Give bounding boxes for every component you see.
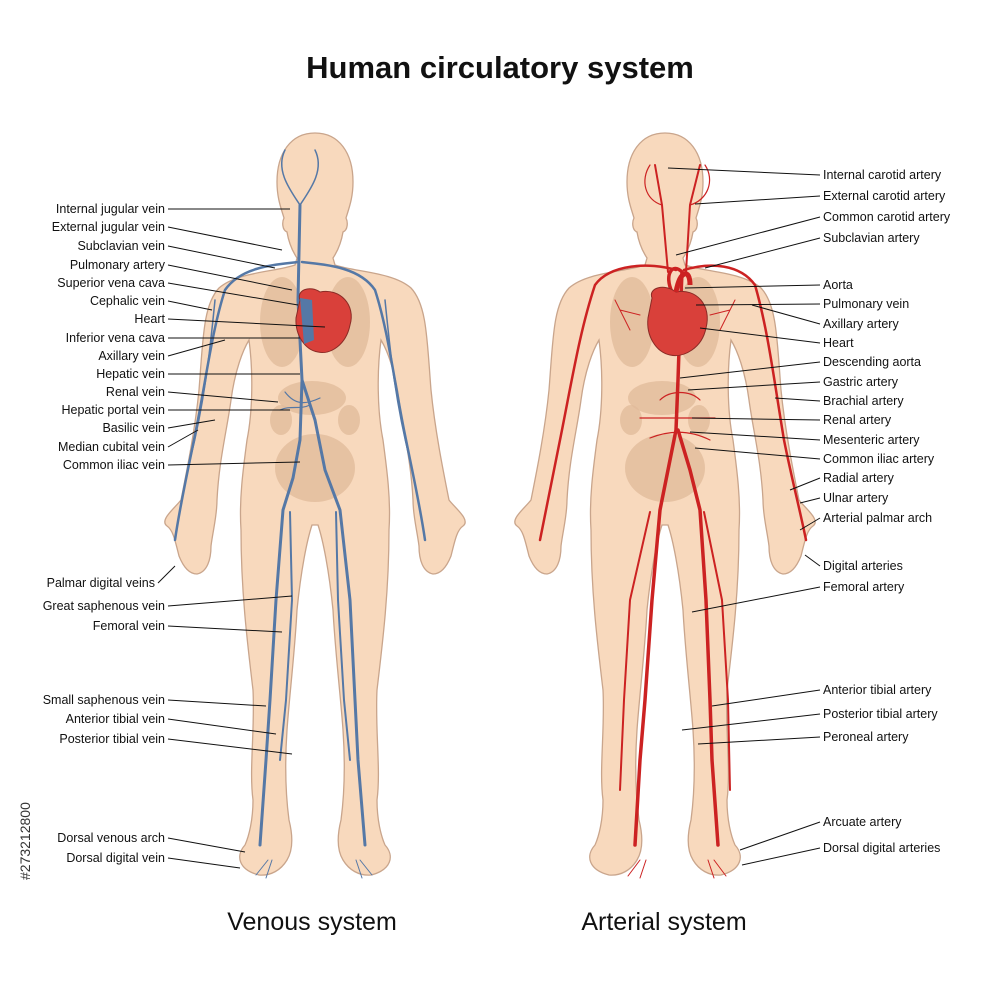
arterial-heart xyxy=(647,271,708,357)
label-internal-jugular-vein: Internal jugular vein xyxy=(56,202,165,216)
label-heart-arterial: Heart xyxy=(823,336,854,350)
venous-heart xyxy=(295,288,352,354)
arterial-labels: Internal carotid artery External carotid… xyxy=(667,167,951,866)
label-dorsal-digital-vein: Dorsal digital vein xyxy=(66,851,165,865)
label-descending-aorta: Descending aorta xyxy=(823,355,921,369)
venous-labels: Internal jugular vein External jugular v… xyxy=(43,202,326,869)
label-dorsal-digital-arteries: Dorsal digital arteries xyxy=(823,841,940,855)
label-common-iliac-vein: Common iliac vein xyxy=(63,458,165,472)
label-anterior-tibial-artery: Anterior tibial artery xyxy=(823,683,932,697)
label-ulnar-artery: Ulnar artery xyxy=(823,491,889,505)
label-internal-carotid-artery: Internal carotid artery xyxy=(823,168,942,182)
label-axillary-vein: Axillary vein xyxy=(98,349,165,363)
label-palmar-digital-veins: Palmar digital veins xyxy=(47,576,155,590)
venous-figure xyxy=(164,132,466,879)
label-superior-vena-cava: Superior vena cava xyxy=(57,276,165,290)
label-pulmonary-vein: Pulmonary vein xyxy=(823,297,909,311)
label-axillary-artery: Axillary artery xyxy=(823,317,899,331)
venous-caption: Venous system xyxy=(227,908,397,936)
label-common-iliac-artery: Common iliac artery xyxy=(823,452,935,466)
label-subclavian-artery: Subclavian artery xyxy=(823,231,920,245)
label-renal-artery: Renal artery xyxy=(823,413,892,427)
label-inferior-vena-cava: Inferior vena cava xyxy=(66,331,165,345)
label-subclavian-vein: Subclavian vein xyxy=(77,239,165,253)
label-arterial-palmar-arch: Arterial palmar arch xyxy=(823,511,932,525)
label-radial-artery: Radial artery xyxy=(823,471,895,485)
arterial-vessels xyxy=(538,164,808,879)
label-mesenteric-artery: Mesenteric artery xyxy=(823,433,920,447)
venous-vessels xyxy=(173,149,427,879)
label-femoral-artery: Femoral artery xyxy=(823,580,905,594)
label-arcuate-artery: Arcuate artery xyxy=(823,815,902,829)
label-posterior-tibial-artery: Posterior tibial artery xyxy=(823,707,938,721)
diagram-title: Human circulatory system xyxy=(306,50,694,85)
arterial-caption: Arterial system xyxy=(581,908,746,936)
label-cephalic-vein: Cephalic vein xyxy=(90,294,165,308)
label-gastric-artery: Gastric artery xyxy=(823,375,899,389)
label-peroneal-artery: Peroneal artery xyxy=(823,730,909,744)
arterial-figure xyxy=(514,132,816,879)
label-basilic-vein: Basilic vein xyxy=(102,421,165,435)
label-brachial-artery: Brachial artery xyxy=(823,394,904,408)
label-great-saphenous-vein: Great saphenous vein xyxy=(43,599,165,613)
label-posterior-tibial-vein: Posterior tibial vein xyxy=(59,732,165,746)
label-anterior-tibial-vein: Anterior tibial vein xyxy=(66,712,165,726)
label-pulmonary-artery: Pulmonary artery xyxy=(70,258,166,272)
label-femoral-vein: Femoral vein xyxy=(93,619,165,633)
label-small-saphenous-vein: Small saphenous vein xyxy=(43,693,165,707)
label-median-cubital-vein: Median cubital vein xyxy=(58,440,165,454)
label-dorsal-venous-arch: Dorsal venous arch xyxy=(57,831,165,845)
label-hepatic-portal-vein: Hepatic portal vein xyxy=(61,403,165,417)
label-external-carotid-artery: External carotid artery xyxy=(823,189,946,203)
label-external-jugular-vein: External jugular vein xyxy=(52,220,165,234)
label-common-carotid-artery: Common carotid artery xyxy=(823,210,951,224)
label-heart-venous: Heart xyxy=(134,312,165,326)
stock-id: #273212800 xyxy=(17,802,33,880)
label-hepatic-vein: Hepatic vein xyxy=(96,367,165,381)
label-aorta: Aorta xyxy=(823,278,853,292)
label-digital-arteries: Digital arteries xyxy=(823,559,903,573)
label-renal-vein: Renal vein xyxy=(106,385,165,399)
